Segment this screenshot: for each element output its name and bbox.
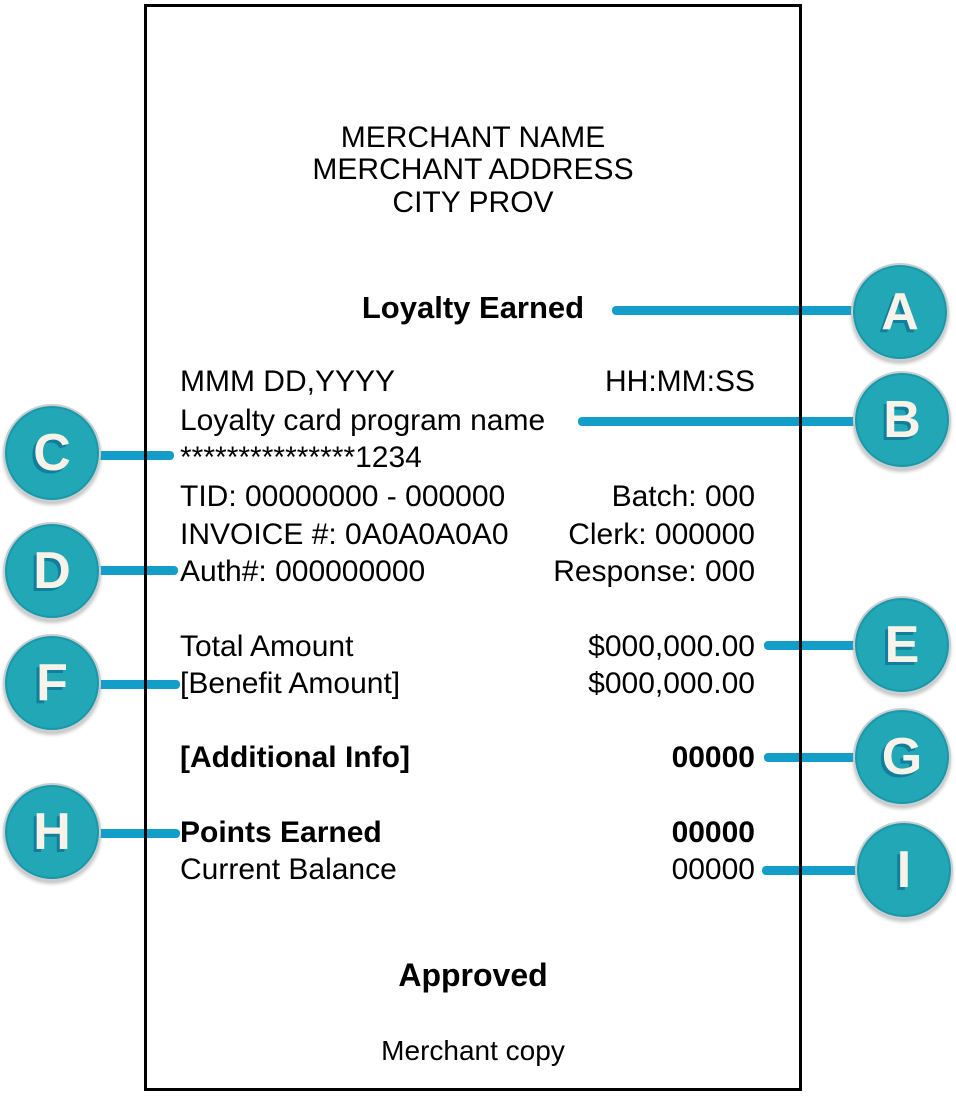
auth-value: Auth#: 000000000 <box>180 555 426 588</box>
leader-line-g <box>764 753 860 762</box>
callout-e-letter: E <box>884 616 920 674</box>
leader-line-d <box>96 566 178 575</box>
benefit-amount-label: [Benefit Amount] <box>180 667 401 700</box>
callout-i-letter: I <box>896 841 912 899</box>
total-amount-value: $000,000.00 <box>588 630 755 663</box>
card-number-row: ***************1234 <box>180 440 755 476</box>
callout-d: D <box>3 522 101 620</box>
points-earned-row: Points Earned 00000 <box>180 815 755 851</box>
points-earned-label: Points Earned <box>180 816 382 849</box>
callout-c: C <box>3 404 101 502</box>
merchant-city-prov: CITY PROV <box>392 186 554 219</box>
callout-b-letter: B <box>883 391 921 449</box>
callout-b: B <box>853 371 951 469</box>
time-value: HH:MM:SS <box>605 365 755 398</box>
callout-c-letter: C <box>33 424 71 482</box>
callout-h: H <box>3 783 101 881</box>
date-value: MMM DD,YYYY <box>180 365 396 398</box>
receipt-paper <box>144 4 802 1091</box>
response-value: Response: 000 <box>553 555 755 588</box>
merchant-address: MERCHANT ADDRESS <box>312 153 634 186</box>
callout-g: G <box>853 708 951 806</box>
leader-line-c <box>96 451 174 460</box>
leader-line-e <box>764 641 860 650</box>
additional-info-value: 00000 <box>671 741 755 774</box>
total-amount-row: Total Amount $000,000.00 <box>180 629 755 665</box>
invoice-clerk-row: INVOICE #: 0A0A0A0A0 Clerk: 000000 <box>180 517 755 553</box>
current-balance-value: 00000 <box>671 853 755 886</box>
callout-g-letter: G <box>881 728 923 786</box>
callout-f: F <box>3 634 101 732</box>
tid-batch-row: TID: 00000000 - 000000 Batch: 000 <box>180 479 755 515</box>
batch-value: Batch: 000 <box>611 480 755 513</box>
callout-h-letter: H <box>33 803 71 861</box>
callout-a: A <box>851 263 949 361</box>
leader-line-b <box>578 417 860 426</box>
clerk-value: Clerk: 000000 <box>568 518 755 551</box>
approved-status: Approved <box>398 957 548 993</box>
tid-value: TID: 00000000 - 000000 <box>180 480 506 513</box>
callout-i: I <box>855 821 953 919</box>
benefit-amount-row: [Benefit Amount] $000,000.00 <box>180 666 755 702</box>
additional-info-label: [Additional Info] <box>180 741 410 774</box>
merchant-name: MERCHANT NAME <box>340 121 606 154</box>
card-number: ***************1234 <box>180 441 422 474</box>
program-name-row: Loyalty card program name <box>180 403 755 439</box>
callout-e: E <box>853 596 951 694</box>
program-name: Loyalty card program name <box>180 404 546 437</box>
callout-a-letter: A <box>881 283 919 341</box>
callout-d-letter: D <box>33 542 71 600</box>
datetime-row: MMM DD,YYYY HH:MM:SS <box>180 364 755 400</box>
benefit-amount-value: $000,000.00 <box>588 667 755 700</box>
total-amount-label: Total Amount <box>180 630 354 663</box>
leader-line-h <box>96 829 180 838</box>
additional-info-row: [Additional Info] 00000 <box>180 740 755 776</box>
auth-response-row: Auth#: 000000000 Response: 000 <box>180 554 755 590</box>
points-earned-value: 00000 <box>671 816 755 849</box>
callout-f-letter: F <box>36 654 68 712</box>
receipt-title: Loyalty Earned <box>361 290 585 325</box>
current-balance-label: Current Balance <box>180 853 397 886</box>
merchant-copy-label: Merchant copy <box>381 1035 565 1066</box>
leader-line-i <box>762 866 860 875</box>
leader-line-a <box>612 306 860 315</box>
leader-line-f <box>96 680 180 689</box>
current-balance-row: Current Balance 00000 <box>180 852 755 888</box>
invoice-value: INVOICE #: 0A0A0A0A0 <box>180 518 509 551</box>
